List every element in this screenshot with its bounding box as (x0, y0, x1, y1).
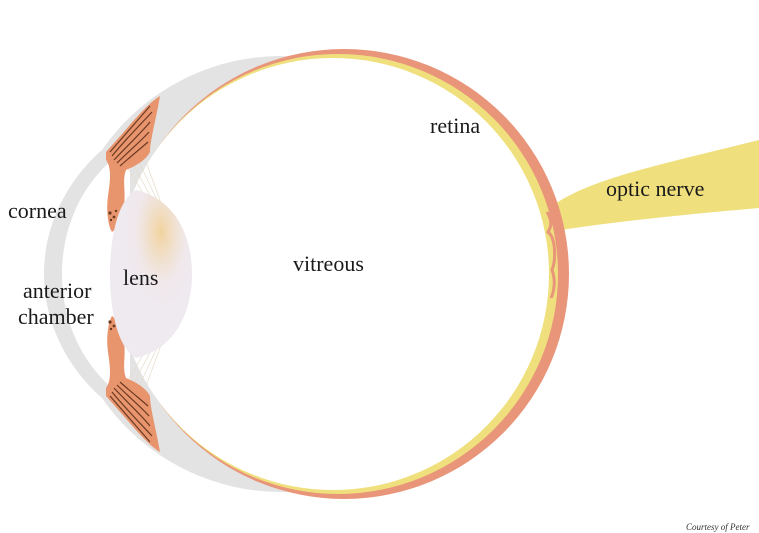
label-cornea: cornea (8, 198, 67, 223)
label-anterior-chamber-line2: chamber (18, 304, 94, 329)
label-vitreous: vitreous (293, 251, 364, 276)
label-anterior-chamber-line1: anterior (23, 278, 92, 303)
credit-text: Courtesy of Peter (686, 522, 750, 532)
label-lens: lens (123, 265, 158, 290)
label-optic-nerve: optic nerve (606, 176, 704, 201)
label-retina: retina (430, 113, 480, 138)
